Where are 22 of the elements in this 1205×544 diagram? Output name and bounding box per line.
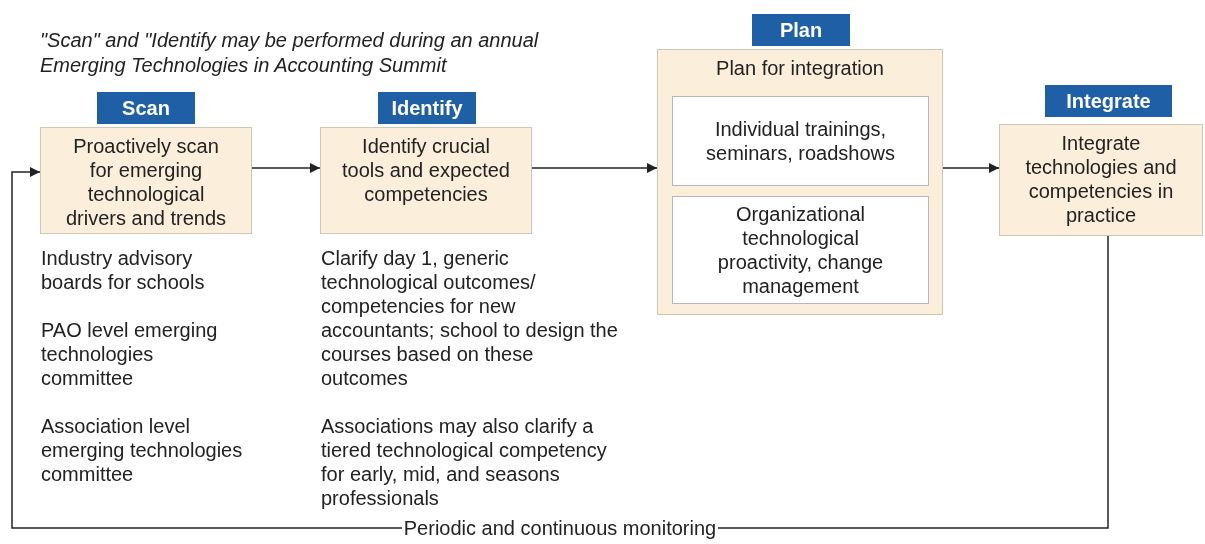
note-text: PAO level emerging technologies committee (41, 318, 219, 390)
sub-step-box (672, 96, 929, 186)
arrow (531, 162, 658, 174)
note-text: Association level emerging technologies committee (41, 414, 244, 486)
edge-label: Periodic and continuous monitoring (401, 517, 719, 539)
step-description: Identify crucial tools and expected competencies (341, 134, 511, 207)
stage-tab: Integrate (1045, 85, 1172, 117)
sub-step-box (672, 196, 929, 304)
step-description: Organizational technological proactivity, change management (716, 202, 885, 298)
arrow (251, 162, 321, 174)
step-description: Proactively scan for emerging technological drivers and trends (64, 134, 228, 231)
stage-tab: Identify (378, 92, 476, 124)
arrow (942, 162, 1000, 174)
stage-tab: Scan (97, 92, 195, 124)
note-text: Industry advisory boards for schools (41, 246, 206, 294)
note-text: "Scan" and "Identify may be performed during an annual Emerging Technologies in Accounting Summit (40, 28, 540, 78)
note-text: Associations may also clarify a tiered technological competency for early, mid, and seasons professionals (321, 414, 608, 510)
step-description: Individual trainings, seminars, roadshows (705, 117, 896, 165)
stage-tab: Plan (752, 14, 850, 46)
step-description: Integrate technologies and competencies in practice (1024, 131, 1178, 228)
note-text: Clarify day 1, generic technological outcomes/ competencies for new accountants; school to design the courses based on these outcomes (321, 246, 619, 390)
step-description: Plan for integration (715, 56, 885, 81)
